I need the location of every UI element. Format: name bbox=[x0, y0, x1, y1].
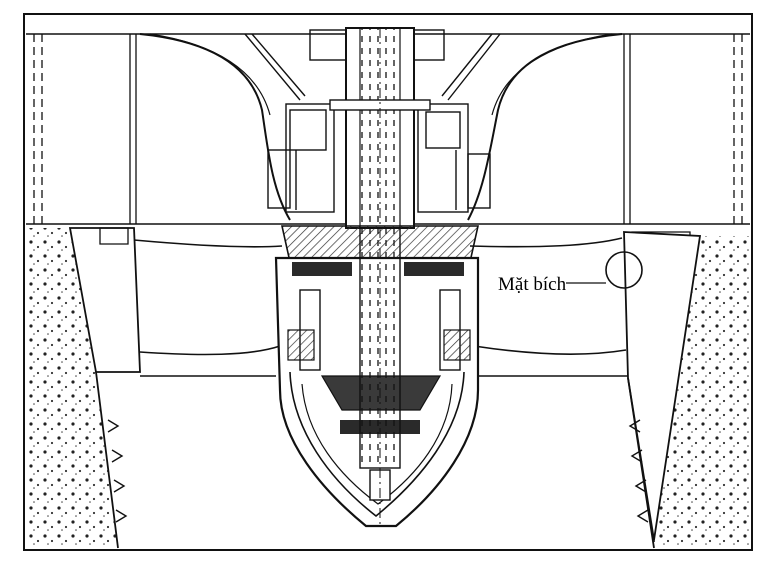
intake-curve-left-inner bbox=[149, 33, 271, 116]
left-columns bbox=[33, 34, 137, 224]
right-wall-block bbox=[623, 231, 702, 541]
intake-curve-right-inner bbox=[491, 33, 613, 116]
left-bolt-block bbox=[99, 227, 129, 245]
wall-markers bbox=[107, 419, 649, 523]
flange-label: Mặt bích bbox=[498, 274, 567, 295]
flange-callout-circle bbox=[605, 251, 643, 289]
right-columns bbox=[623, 34, 743, 224]
upper-equipment bbox=[244, 29, 501, 213]
